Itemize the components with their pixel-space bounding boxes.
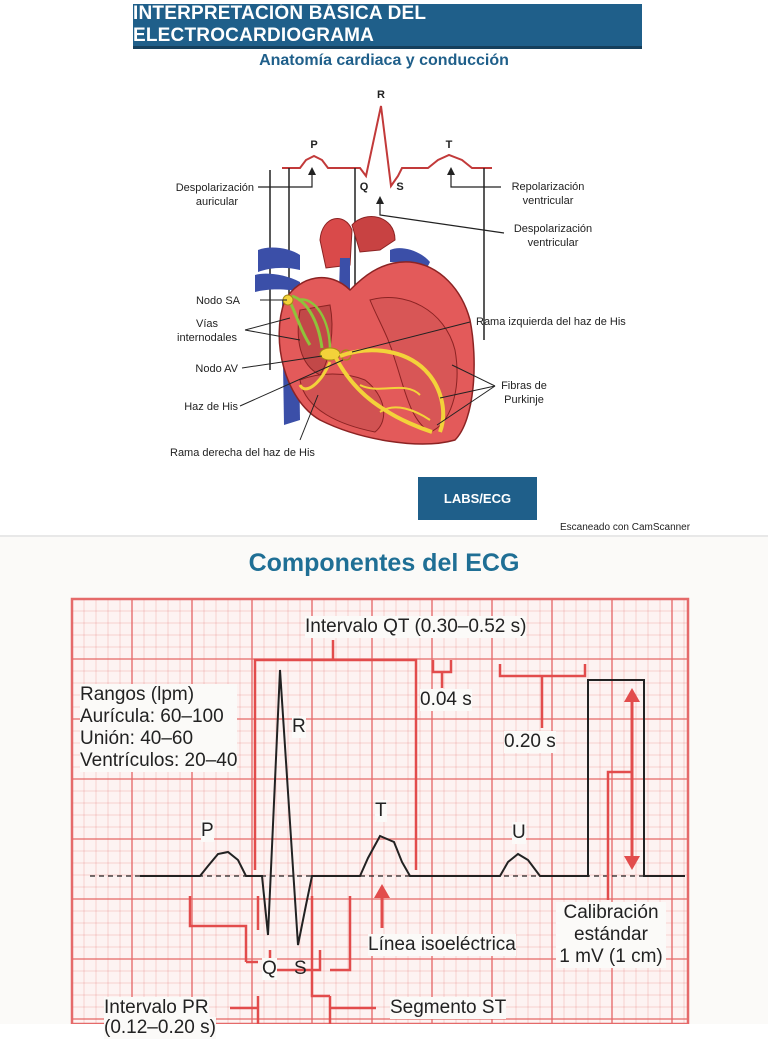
heart-illustration — [255, 216, 475, 445]
ecg-section-title: Componentes del ECG — [248, 549, 520, 577]
leader-line — [239, 359, 344, 407]
wave-label-q: Q — [359, 181, 369, 193]
label-line: internodales — [177, 332, 237, 344]
page-divider — [0, 535, 768, 537]
label-depol-ventricular: Despolarización ventricular — [504, 222, 602, 250]
label-line: ventricular — [522, 195, 574, 207]
rate-atrium: Aurícula: 60–100 — [80, 706, 224, 727]
rate-ventricles: Ventrículos: 20–40 — [80, 750, 238, 771]
leader-line — [299, 394, 319, 441]
small-box-label: 0.04 s — [420, 689, 472, 711]
label-line: auricular — [195, 196, 239, 208]
arrow-pointer — [379, 202, 505, 234]
label-line: Despolarización — [175, 182, 254, 194]
label-haz-his: Haz de His — [184, 401, 238, 413]
label-line: ventricular — [527, 237, 579, 249]
qt-interval-bracket — [253, 658, 418, 870]
t-wave-label: T — [375, 800, 387, 822]
leader-line — [351, 321, 471, 353]
label-line: Fibras de — [501, 380, 547, 392]
section-subtitle: Anatomía cardiaca y conducción — [259, 52, 509, 69]
st-segment-bracket — [310, 896, 330, 998]
pr-interval-range: (0.12–0.20 s) — [104, 1017, 216, 1039]
leader-line — [244, 329, 301, 341]
ecg-trace-top — [282, 105, 492, 189]
wave-label-t: T — [445, 139, 453, 151]
leader-line — [241, 355, 323, 369]
label-rama-derecha: Rama derecha del haz de His — [170, 447, 315, 459]
rate-ranges-heading: Rangos (lpm) — [80, 684, 195, 705]
label-rama-izquierda: Rama izquierda del haz de His — [476, 316, 626, 328]
p-wave-label: P — [201, 820, 214, 842]
label-depol-auricular: Despolarización auricular — [150, 181, 254, 209]
label-line: Repolarización — [511, 181, 585, 193]
arrow-head — [376, 196, 384, 204]
arrow-pointer — [258, 173, 313, 188]
pr-interval-bracket — [188, 896, 248, 962]
arrow-head — [447, 167, 455, 175]
big-box-label: 0.20 s — [504, 731, 556, 753]
u-wave-label: U — [512, 822, 526, 844]
leader-line — [451, 364, 496, 387]
page-title-banner: INTERPRETACIÓN BÁSICA DEL ELECTROCARDIOG… — [133, 3, 642, 49]
calibration-label: Calibración estándar 1 mV (1 cm) — [556, 902, 666, 968]
rate-ranges-block: Rangos (lpm) Aurícula: 60–100 Unión: 40–… — [80, 684, 238, 772]
label-repol-ventricular: Repolarización ventricular — [500, 180, 596, 208]
heart-conduction-diagram — [239, 105, 505, 445]
s-wave-label: S — [294, 958, 307, 979]
wave-label-p: P — [310, 139, 318, 151]
pr-interval-label: Intervalo PR — [104, 997, 209, 1019]
calibration-line: estándar — [574, 924, 648, 945]
wave-label-r: R — [377, 89, 385, 101]
rate-junction: Unión: 40–60 — [80, 728, 194, 749]
label-line: Purkinje — [504, 394, 544, 406]
label-fibras-purkinje: Fibras de Purkinje — [494, 379, 554, 407]
label-nodo-sa: Nodo SA — [195, 295, 240, 307]
labs-ecg-tab[interactable]: LABS/ECG — [418, 477, 537, 520]
calibration-line: Calibración — [563, 902, 659, 923]
label-line: Despolarización — [513, 223, 593, 235]
ecg-complex-trace — [140, 669, 685, 946]
scanner-watermark: Escaneado con CamScanner — [560, 522, 691, 533]
leader-line — [439, 385, 496, 399]
qt-interval-label: Intervalo QT (0.30–0.52 s) — [305, 616, 527, 638]
anatomy-page: INTERPRETACIÓN BÁSICA DEL ELECTROCARDIOG… — [133, 3, 691, 533]
q-wave-label: Q — [262, 958, 277, 980]
st-segment-label: Segmento ST — [390, 997, 507, 1019]
r-wave-label: R — [292, 716, 306, 738]
calibration-line: 1 mV (1 cm) — [559, 946, 663, 967]
label-nodo-av: Nodo AV — [195, 363, 238, 375]
label-line: Vías — [195, 318, 218, 330]
leader-line — [436, 385, 496, 426]
isoelectric-line-label: Línea isoeléctrica — [368, 934, 516, 956]
leader-line — [244, 317, 291, 331]
arrow-pointer — [450, 173, 501, 188]
label-vias-internodales: Vías internodales — [168, 317, 246, 345]
wave-label-s: S — [396, 181, 404, 193]
arrow-head — [308, 167, 316, 175]
